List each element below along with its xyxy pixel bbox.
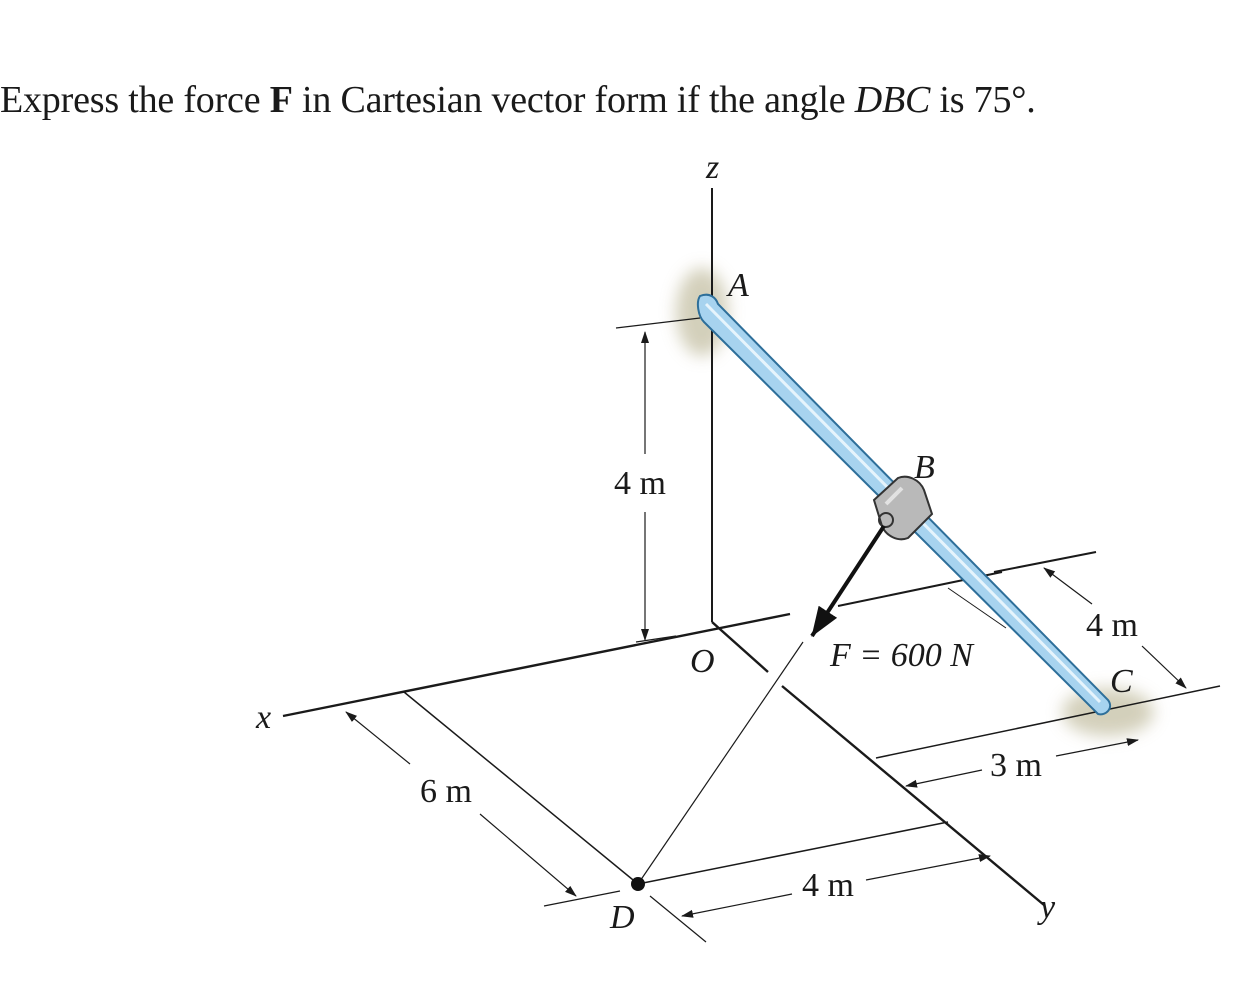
force-arrow xyxy=(810,524,886,638)
dim-length-bc: 4 m xyxy=(1086,607,1138,644)
line-b-to-c xyxy=(947,587,1007,629)
projection-line-x xyxy=(403,691,639,885)
point-o-label: O xyxy=(690,643,715,680)
dim-height-a: 4 m xyxy=(614,465,666,502)
point-d-label: D xyxy=(609,899,635,936)
point-b-label: B xyxy=(914,449,935,486)
point-a-label: A xyxy=(726,267,749,304)
bc-dim-line-lower xyxy=(1141,645,1187,689)
collar-highlight xyxy=(884,486,904,506)
y-dim-line-left xyxy=(681,893,793,918)
y-dim-line-right xyxy=(865,854,991,881)
c-dim-line-right xyxy=(1055,738,1139,757)
x-dim-ext xyxy=(543,890,621,907)
y-axis-label: y xyxy=(1037,889,1056,926)
problem-text-start: Express the force xyxy=(0,79,270,121)
dim-c-to-y: 3 m xyxy=(990,747,1042,784)
back-plane-line-far xyxy=(993,551,1097,573)
y-axis-near xyxy=(711,621,769,673)
point-d-marker xyxy=(631,877,645,891)
c-baseline xyxy=(875,685,1221,759)
line-d-to-b xyxy=(637,641,804,885)
height-ext-bottom xyxy=(635,635,677,643)
angle-name: DBC xyxy=(854,79,931,121)
bc-dim-line-upper xyxy=(1043,567,1093,605)
projection-line-y xyxy=(637,821,949,885)
y-axis-far xyxy=(781,685,1045,906)
problem-text-end: is 75°. xyxy=(930,79,1036,121)
problem-text-middle: in Cartesian vector form if the angle xyxy=(292,79,855,121)
force-symbol: F xyxy=(269,79,293,121)
y-dim-ext xyxy=(649,895,707,943)
height-ext-top xyxy=(615,317,701,329)
z-axis-label: z xyxy=(705,149,719,186)
dim-x-to-d: 6 m xyxy=(420,773,472,810)
collar-eyelet xyxy=(878,512,894,528)
collar-b xyxy=(872,475,934,541)
c-dim-line-left xyxy=(905,769,983,788)
force-label: F = 600 N xyxy=(829,637,975,674)
point-c-label: C xyxy=(1110,663,1133,700)
x-axis xyxy=(282,612,791,718)
dim-y-to-d: 4 m xyxy=(802,867,854,904)
x-axis-label: x xyxy=(255,699,271,736)
force-label-text: F = 600 N xyxy=(829,637,975,674)
problem-statement: Express the force F in Cartesian vector … xyxy=(0,78,1036,122)
x-dim-line-upper xyxy=(345,711,411,765)
x-dim-line-lower xyxy=(479,813,577,897)
